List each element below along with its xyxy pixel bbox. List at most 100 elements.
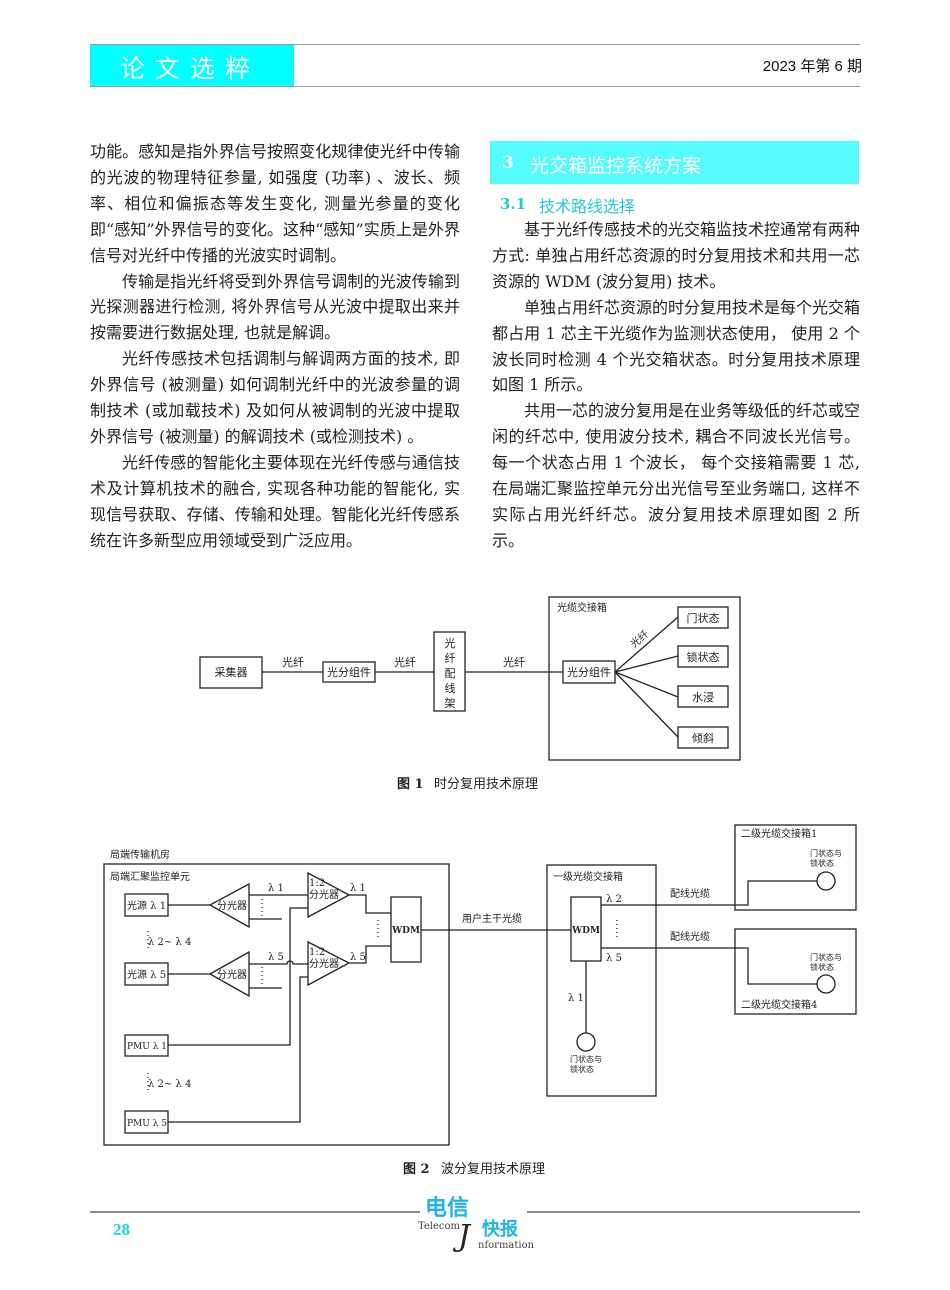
section-heading-bar — [490, 141, 859, 184]
state-label: 锁状态 — [570, 1064, 594, 1074]
telecom-information-logo: 电信 Telecom J 快报 nformation — [418, 1195, 535, 1254]
section-number: 3 — [502, 153, 514, 173]
pmu-5-box — [124, 1110, 169, 1134]
cabinet-label: 光缆交接箱 — [557, 601, 607, 614]
header-top-rule — [90, 44, 860, 45]
lambda-label: λ 1 — [268, 883, 284, 894]
range-label: λ 2~ λ 4 — [148, 1079, 191, 1090]
wdm-label: WDM — [571, 926, 600, 936]
page-number: 28 — [113, 1220, 130, 1239]
figure-1-caption-label: 图 1 — [397, 777, 424, 792]
splitter-label: 分光器 — [217, 968, 247, 981]
trunk-label: 用户主干光缆 — [462, 912, 522, 925]
paragraph: 共用一芯的波分复用是在业务等级低的纤芯或空闲的纤芯中, 使用波分技术, 耦合不同… — [492, 401, 861, 550]
odf-char: 光 — [445, 636, 456, 650]
state-label: 锁状态 — [687, 650, 720, 664]
logo-text: 电信 — [425, 1195, 469, 1221]
logo-text: Telecom — [418, 1221, 461, 1232]
subsection-number: 3.1 — [500, 195, 527, 213]
state-label: 锁状态 — [810, 858, 834, 868]
paragraph: 单独占用纤芯资源的时分复用技术是每个光交箱都占用 1 芯主干光缆作为监测状态使用… — [492, 297, 861, 395]
figure-1-caption-text: 时分复用技术原理 — [434, 777, 538, 792]
splitter-label: 分光器 — [217, 899, 247, 912]
ratio-label: 1:2 — [309, 878, 325, 889]
state-label: 锁状态 — [810, 962, 834, 972]
monitoring-unit-box — [103, 863, 450, 1146]
pmu-1-box — [124, 1034, 169, 1057]
wdm-label: WDM — [391, 926, 420, 936]
splitter-label: 光分组件 — [567, 665, 611, 679]
lambda-label: λ 5 — [350, 952, 366, 963]
room-label: 局端传输机房 — [110, 848, 170, 861]
logo-text: nformation — [478, 1240, 535, 1251]
paragraph: 光纤传感的智能化主要体现在光纤传感与通信技术及计算机技术的融合, 实现各种功能的… — [90, 452, 460, 550]
figure-2-caption-label: 图 2 — [403, 1162, 430, 1177]
state-box-tilt — [677, 726, 729, 749]
odf-char: 纤 — [445, 652, 456, 665]
paragraph: 传输是指光纤将受到外界信号调制的光波传输到光探测器进行检测, 将外界信号从光波中… — [90, 271, 460, 343]
state-box-lock — [677, 645, 729, 668]
primary-cabinet-box — [546, 864, 657, 1097]
fiber-label: 光纤 — [503, 655, 525, 669]
sensor-circle — [816, 974, 836, 994]
collector-label: 采集器 — [215, 665, 248, 679]
state-label: 门状态与 — [810, 848, 842, 858]
section-label: 论文选粹 — [120, 54, 261, 83]
sensor-circle — [576, 1032, 596, 1052]
distribution-cable-label: 配线光缆 — [670, 930, 710, 943]
paragraph: 光纤传感技术包括调制与解调两方面的技术, 即外界信号 (被测量) 如何调制光纤中… — [90, 349, 460, 446]
secondary-cabinet-4-label: 二级光缆交接箱4 — [741, 998, 817, 1011]
ratio-label: 1:2 — [309, 947, 325, 958]
state-box-door — [677, 606, 729, 629]
state-label: 门状态与 — [810, 952, 842, 962]
fiber-label: 光纤 — [394, 655, 416, 669]
splitter-label: 分光器 — [309, 957, 339, 970]
fiber-label: 光纤 — [628, 627, 652, 650]
header-bottom-rule — [90, 86, 860, 87]
pmu-5-label: PMU λ 5′ — [127, 1119, 169, 1129]
left-column: 功能。感知是指外界信号按照变化规律使光纤中传输的光波的物理特征参量, 如强度 (… — [90, 139, 460, 554]
source-5-label: 光源 λ 5 — [127, 968, 166, 981]
state-label: 门状态 — [687, 611, 720, 625]
section-banner — [90, 45, 294, 86]
primary-cabinet-label: 一级光缆交接箱 — [553, 870, 623, 883]
distribution-cable-label: 配线光缆 — [670, 887, 710, 900]
paragraph: 功能。感知是指外界信号按照变化规律使光纤中传输的光波的物理特征参量, 如强度 (… — [90, 142, 460, 265]
range-label: λ 2~ λ 4 — [148, 937, 191, 948]
odf-char: 配 — [445, 667, 456, 680]
logo-text: 快报 — [482, 1218, 518, 1240]
issue-label: 2023 年第 6 期 — [762, 58, 862, 75]
subsection-title: 技术路线选择 — [539, 197, 636, 216]
paragraph: 基于光纤传感技术的光交箱监技术控通常有两种方式: 单独占用纤芯资源的时分复用技术… — [492, 220, 861, 291]
fiber-label: 光纤 — [282, 655, 304, 669]
lambda-label: λ 5 — [606, 953, 622, 964]
figure-2-caption-text: 波分复用技术原理 — [441, 1162, 545, 1177]
sensor-circle — [816, 871, 836, 891]
state-label: 门状态与 — [570, 1054, 602, 1064]
figure-2-diagram: 局端传输机房 局端汇聚监控单元 光源 λ 1 分光器 λ 1 1:2 分光器 λ… — [103, 824, 857, 1146]
lambda-label: λ 2 — [606, 894, 622, 905]
splitter-1x2-triangle — [307, 871, 351, 919]
lambda-label: λ 1 — [568, 993, 584, 1004]
odf-char: 架 — [445, 697, 456, 710]
state-label: 水浸 — [692, 691, 714, 704]
lambda-label: λ 1 — [350, 883, 366, 894]
splitter-triangle — [208, 950, 250, 998]
section-title: 光交箱监控系统方案 — [530, 155, 702, 177]
cabinet-box — [548, 596, 741, 761]
splitter-1x2-triangle — [307, 940, 351, 987]
odf-char: 线 — [445, 681, 456, 695]
secondary-cabinet-4-box — [734, 928, 857, 1015]
lambda-label: λ 5 — [268, 952, 284, 963]
unit-label: 局端汇聚监控单元 — [110, 870, 190, 883]
splitter-label: 分光器 — [309, 888, 339, 901]
state-label: 倾斜 — [692, 732, 714, 745]
secondary-cabinet-1-box — [734, 824, 857, 911]
secondary-cabinet-1-label: 二级光缆交接箱1 — [741, 827, 817, 840]
right-column: 基于光纤传感技术的光交箱监技术控通常有两种方式: 单独占用纤芯资源的时分复用技术… — [492, 217, 860, 554]
splitter-label: 光分组件 — [327, 665, 371, 679]
splitter-triangle — [208, 882, 250, 929]
state-box-water — [677, 685, 729, 708]
source-1-label: 光源 λ 1 — [127, 899, 166, 912]
